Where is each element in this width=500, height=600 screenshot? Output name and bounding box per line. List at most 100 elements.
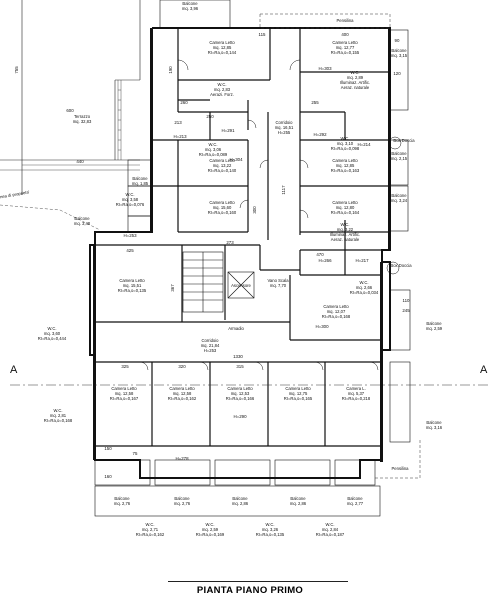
label-box-doccia-2: Box Doccia [390,263,412,268]
dim-255: 255 [311,100,319,105]
dim-425: 425 [126,248,134,253]
dim-115: 115 [259,32,267,37]
balcony-railings [94,0,411,517]
dim-250: 250 [206,114,214,119]
dim-245: 245 [402,308,410,313]
height-labels: H=291 H=304 H=303 H=292 H=214 H=213 H=25… [123,66,371,461]
section-mark-left: A [10,364,18,376]
staircase [182,251,255,313]
height-217: H=217 [355,258,369,263]
wall-piers [93,28,391,462]
dim-260: 260 [180,100,188,105]
dim-1117: 1117 [281,185,286,195]
dim-755: 755 [14,66,19,74]
label-ascensore: Ascensore [231,283,251,288]
dim-400: 400 [341,32,349,37]
dim-110: 110 [403,298,411,303]
pensilina-outline [259,13,421,479]
dim-470: 470 [316,252,324,257]
interior-walls [95,28,390,447]
dim-75: 75 [133,451,138,456]
height-266: H=266 [318,258,332,263]
dim-367: 367 [170,284,175,292]
dim-273: 273 [226,240,234,245]
height-253: H=253 [123,233,137,238]
height-300: H=300 [315,324,329,329]
label-pensilina-top: Pensilina [337,18,355,23]
dim-120: 120 [393,71,401,76]
dim-320: 320 [178,364,186,369]
door-swings [139,59,402,371]
label-property-line: linea di proprieta' [0,189,30,199]
dim-315: 315 [236,364,244,369]
height-292: H=292 [313,132,327,137]
dim-600: 600 [66,108,74,113]
section-mark-right: A [480,364,488,376]
height-278: H=278 [175,456,189,461]
height-214: H=214 [357,142,371,147]
dim-150: 150 [104,446,112,451]
label-armadio: Armadio [228,326,244,331]
dim-213: 213 [174,120,182,125]
label-box-doccia-1: Box Doccia [393,138,415,143]
dim-1330: 1330 [233,354,243,359]
height-213: H=213 [173,134,187,139]
height-291: H=291 [221,128,235,133]
dim-325: 325 [121,364,129,369]
terrazzo-railing [117,80,122,160]
title-underline [168,581,348,582]
dim-440: 440 [76,159,84,164]
dim-90: 90 [395,38,400,43]
label-pensilina-bottom: Pensilina [392,466,410,471]
drawing-title: PIANTA PIANO PRIMO [196,585,304,596]
dim-160: 160 [104,474,112,479]
site-lines [0,0,141,231]
height-303: H=303 [318,66,332,71]
height-304: H=304 [229,157,243,162]
dim-190: 190 [168,66,173,74]
height-290: H=290 [233,414,247,419]
dim-300: 300 [252,206,257,214]
